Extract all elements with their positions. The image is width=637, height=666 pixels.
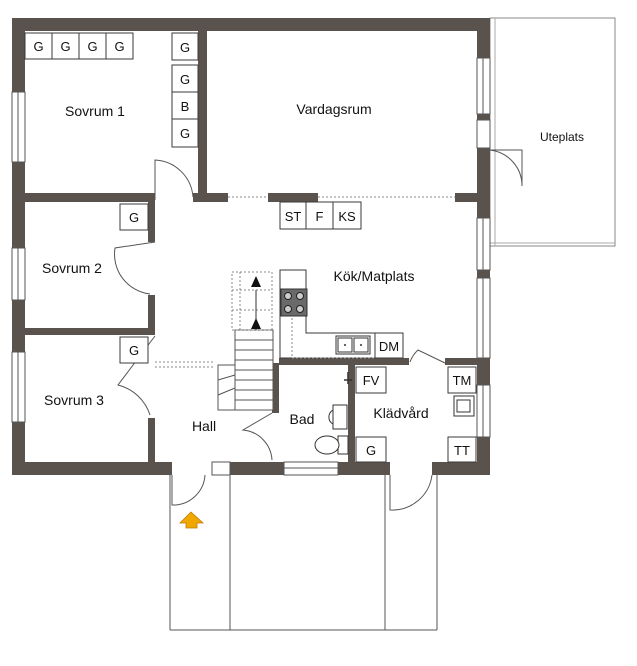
room-label-sovrum1: Sovrum 1 bbox=[65, 103, 125, 119]
wardrobe-label-g: G bbox=[180, 126, 190, 141]
sink-icon bbox=[335, 335, 371, 355]
room-label-sovrum3: Sovrum 3 bbox=[44, 392, 104, 408]
room-label-kladvard: Klädvård bbox=[373, 405, 428, 421]
staircase bbox=[217, 271, 274, 411]
kitchen-tall-units bbox=[279, 201, 362, 230]
stair-arrow-icon bbox=[251, 276, 261, 287]
room-label-bad: Bad bbox=[290, 411, 315, 427]
wardrobe-label-g: G bbox=[87, 39, 97, 54]
wardrobe-label-g: G bbox=[180, 40, 190, 55]
washbasin-icon bbox=[328, 404, 348, 430]
entrance-arrow-icon bbox=[179, 511, 205, 529]
patio-outline bbox=[489, 17, 616, 247]
appliance-label-tt: TT bbox=[454, 443, 470, 458]
wardrobe-label-g: G bbox=[366, 443, 376, 458]
room-label-kok: Kök/Matplats bbox=[334, 268, 415, 284]
room-label-uteplats: Uteplats bbox=[540, 130, 584, 144]
wardrobe-label-g: G bbox=[129, 210, 139, 225]
room-label-hall: Hall bbox=[192, 418, 216, 434]
doors bbox=[114, 149, 523, 511]
tumble-dryer bbox=[447, 436, 477, 463]
stove-icon bbox=[280, 288, 308, 317]
drying-cabinet bbox=[355, 366, 387, 394]
washing-machine bbox=[447, 366, 477, 394]
appliance-label-ks: KS bbox=[338, 209, 356, 224]
wardrobe-label-g: G bbox=[33, 39, 43, 54]
room-label-sovrum2: Sovrum 2 bbox=[42, 260, 102, 276]
appliance-label-f: F bbox=[316, 209, 324, 224]
wardrobe-label-g: G bbox=[60, 39, 70, 54]
openings bbox=[155, 196, 455, 368]
wardrobe-label-g: G bbox=[114, 39, 124, 54]
wardrobe-label-b: B bbox=[181, 99, 190, 114]
wardrobe-kladvard bbox=[355, 436, 387, 463]
wardrobe-label-g: G bbox=[180, 72, 190, 87]
wardrobe-row-sovrum1 bbox=[24, 32, 199, 364]
interior-walls bbox=[25, 31, 477, 462]
entrance-area bbox=[169, 474, 438, 631]
toilet-icon bbox=[314, 435, 349, 455]
appliance-label-fv: FV bbox=[363, 373, 380, 388]
washbasin-icon bbox=[453, 395, 475, 417]
wardrobe-label-g: G bbox=[129, 343, 139, 358]
stair-arrow-icon bbox=[251, 318, 261, 329]
dishwasher bbox=[374, 332, 404, 359]
appliance-label-tm: TM bbox=[453, 373, 472, 388]
room-label-vardagsrum: Vardagsrum bbox=[296, 101, 371, 117]
appliance-label-dm: DM bbox=[379, 339, 399, 354]
windows bbox=[11, 57, 491, 476]
appliance-label-st: ST bbox=[285, 209, 302, 224]
